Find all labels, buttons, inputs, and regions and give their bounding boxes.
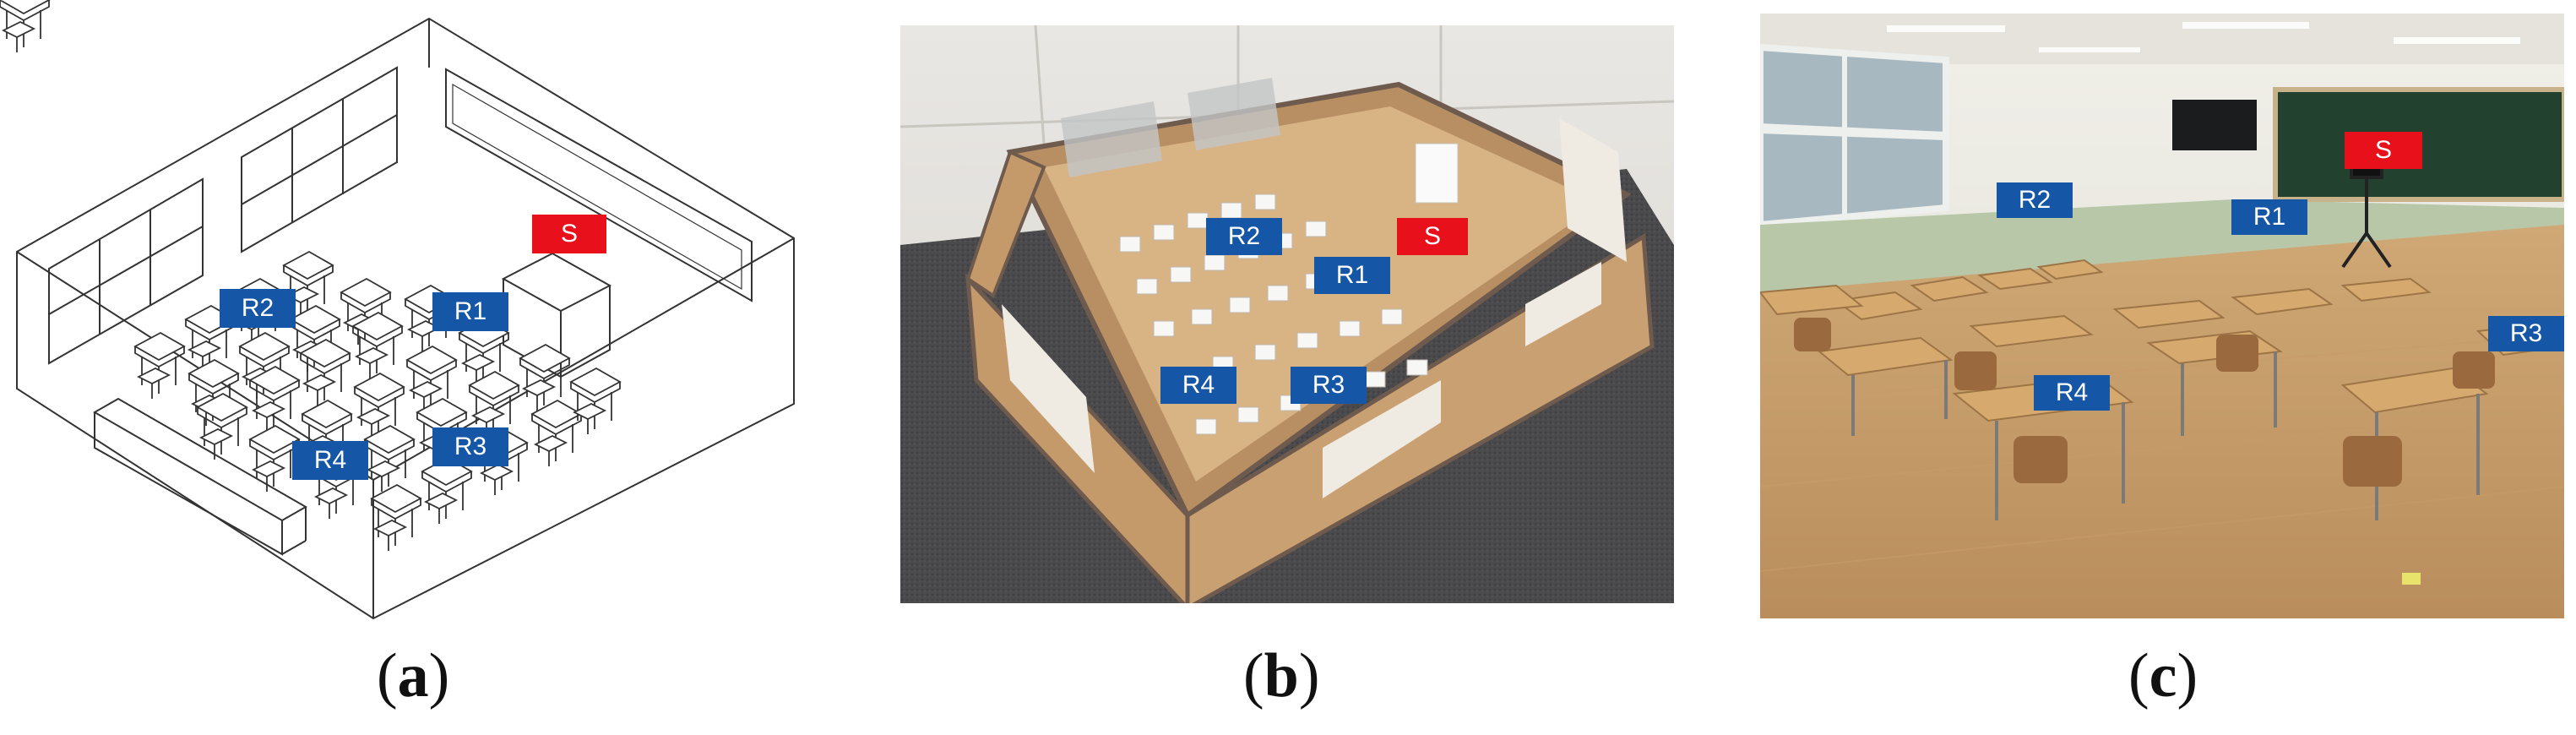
- classroom-tv: [2172, 100, 2257, 150]
- caption-c: (c): [2128, 641, 2198, 710]
- window-right: [241, 66, 398, 253]
- caption-b: (b): [1243, 641, 1320, 710]
- receiver-r2-a: R2: [220, 289, 296, 328]
- receiver-r4-b: R4: [1160, 367, 1236, 404]
- receiver-r3-c: R3: [2488, 316, 2564, 351]
- receiver-r2-b: R2: [1206, 218, 1282, 255]
- source-marker-b: S: [1397, 218, 1468, 255]
- receiver-r2-c: R2: [1997, 182, 2073, 218]
- panel-c-classroom-photo: [1760, 14, 2564, 618]
- receiver-r4-a: R4: [292, 441, 368, 480]
- chalkboard: [445, 68, 753, 302]
- room-outline: [16, 17, 795, 620]
- receiver-r1-a: R1: [432, 292, 508, 331]
- panel-a-classroom-drawing: [0, 0, 795, 620]
- source-marker-a: S: [532, 215, 606, 253]
- source-marker-c: S: [2345, 132, 2422, 169]
- receiver-r4-c: R4: [2034, 375, 2110, 411]
- receiver-r3-a: R3: [432, 427, 508, 466]
- caption-a: (a): [377, 641, 450, 710]
- receiver-r1-b: R1: [1314, 257, 1390, 294]
- receiver-r3-b: R3: [1291, 367, 1367, 404]
- window-left: [48, 177, 204, 365]
- model-source-block: [1415, 143, 1459, 204]
- teacher-desk: [501, 252, 612, 313]
- receiver-r1-c: R1: [2231, 199, 2307, 235]
- student-desks: [0, 0, 621, 552]
- panel-b-scale-model-photo: [900, 25, 1674, 603]
